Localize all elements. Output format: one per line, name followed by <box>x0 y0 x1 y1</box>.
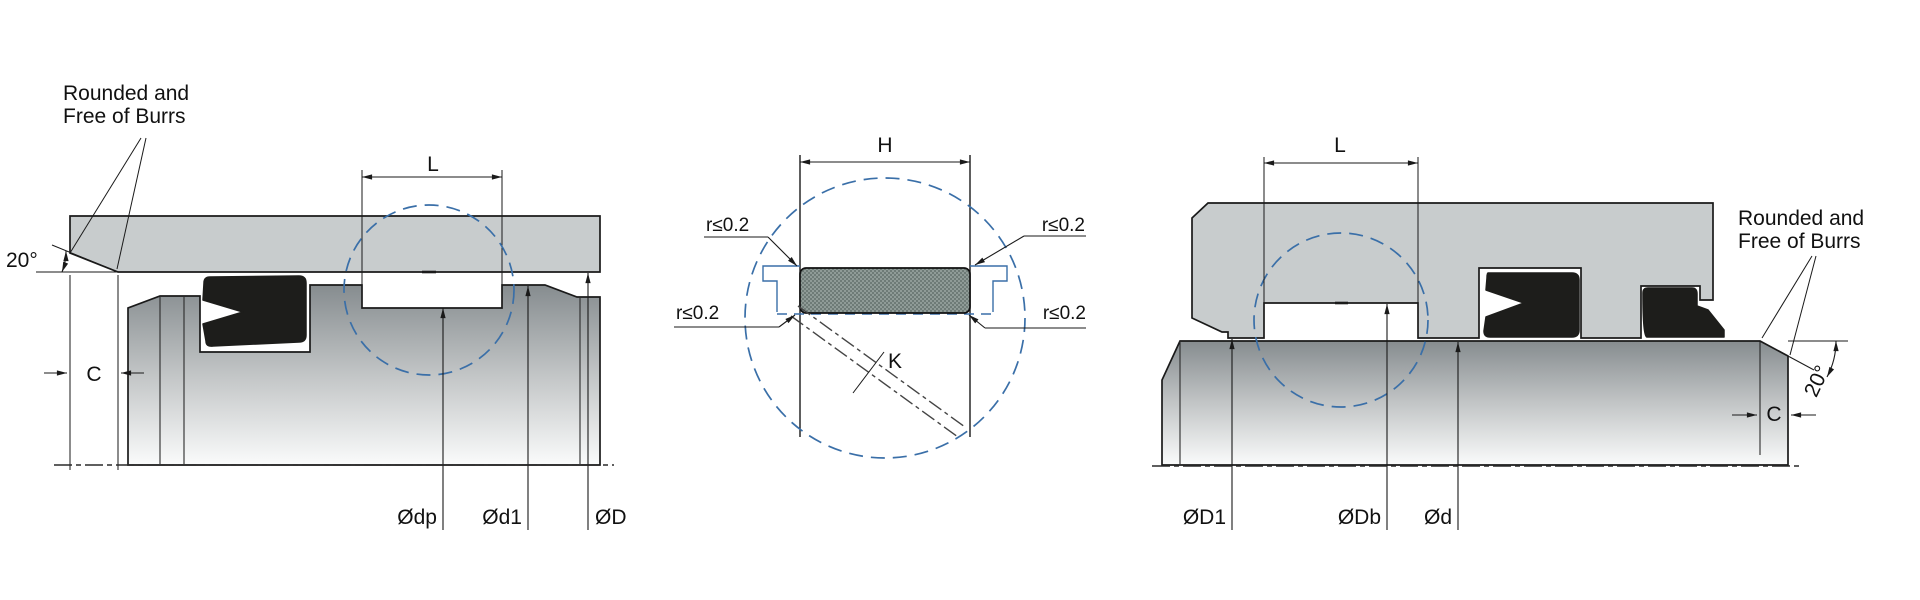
dia-D1-label: ØD1 <box>1183 506 1226 529</box>
note-leader <box>69 137 142 254</box>
angle-arc <box>1826 340 1839 378</box>
radius-leader-arrow <box>968 314 986 329</box>
radius-leader-arrow <box>778 314 796 328</box>
diagonal-chain-line <box>797 305 966 428</box>
radius-label-bottom-right: r≤0.2 <box>1043 303 1086 324</box>
dia-bore-label: ØD <box>595 506 627 529</box>
cylinder-housing <box>69 215 601 273</box>
u-cup-seal <box>1483 272 1580 338</box>
detail-view: H K r≤0.2 r≤0.2 r≤0.2 r≤0.2 <box>674 134 1086 459</box>
right-view: L ØD1 ØDb Ød C 20° Rounded and Free of B… <box>1152 134 1864 530</box>
rod-body <box>1161 340 1789 466</box>
chamfer-extension-line <box>51 244 119 273</box>
groove-width-label: L <box>427 153 439 176</box>
angle-arc <box>61 250 69 273</box>
radius-label-top-left: r≤0.2 <box>706 215 749 236</box>
seal-cross-section <box>799 267 971 314</box>
radius-leader-arrow <box>767 236 798 267</box>
note-leader <box>1761 255 1813 339</box>
radius-label-bottom-left: r≤0.2 <box>676 303 719 324</box>
radius-leader-arrow <box>974 235 1025 266</box>
left-view: 20° C L Ødp Ød1 ØD Rounded and Fre <box>6 82 627 530</box>
k-tick <box>852 351 885 394</box>
chamfer-extension-line <box>1787 355 1815 371</box>
chamfer-length-label: C <box>1766 403 1781 426</box>
groove-width-label: L <box>1334 134 1346 157</box>
dia-d1-label: Ød1 <box>482 506 522 529</box>
detail-circle <box>1253 232 1429 408</box>
burr-note-line1: Rounded and <box>63 82 189 105</box>
piston-body <box>127 284 601 466</box>
radius-label-top-right: r≤0.2 <box>1042 215 1085 236</box>
groove-profile-left <box>762 265 800 312</box>
burr-note-line2: Free of Burrs <box>63 105 186 128</box>
chamfer-length-label: C <box>86 363 101 386</box>
note-leader <box>116 137 147 270</box>
dia-rod-label: Ød <box>1424 506 1452 529</box>
burr-note-line1: Rounded and <box>1738 207 1864 230</box>
dia-Db-label: ØDb <box>1338 506 1381 529</box>
detail-circle <box>744 177 1026 459</box>
dia-dp-label: Ødp <box>397 506 437 529</box>
detail-circle <box>343 204 515 376</box>
burr-note-line2: Free of Burrs <box>1738 230 1861 253</box>
diagonal-chain-line <box>790 315 959 438</box>
chamfer-angle-label: 20° <box>6 249 38 272</box>
groove-height-label: H <box>877 134 892 157</box>
note-leader <box>1789 255 1817 356</box>
u-cup-seal <box>202 275 307 347</box>
diagonal-ref-label: K <box>888 350 902 373</box>
groove-profile-right <box>970 265 1008 312</box>
chamfer-angle-label: 20° <box>1800 362 1834 401</box>
wiper-seal <box>1642 287 1725 338</box>
rod-seal-housing <box>1191 202 1714 339</box>
